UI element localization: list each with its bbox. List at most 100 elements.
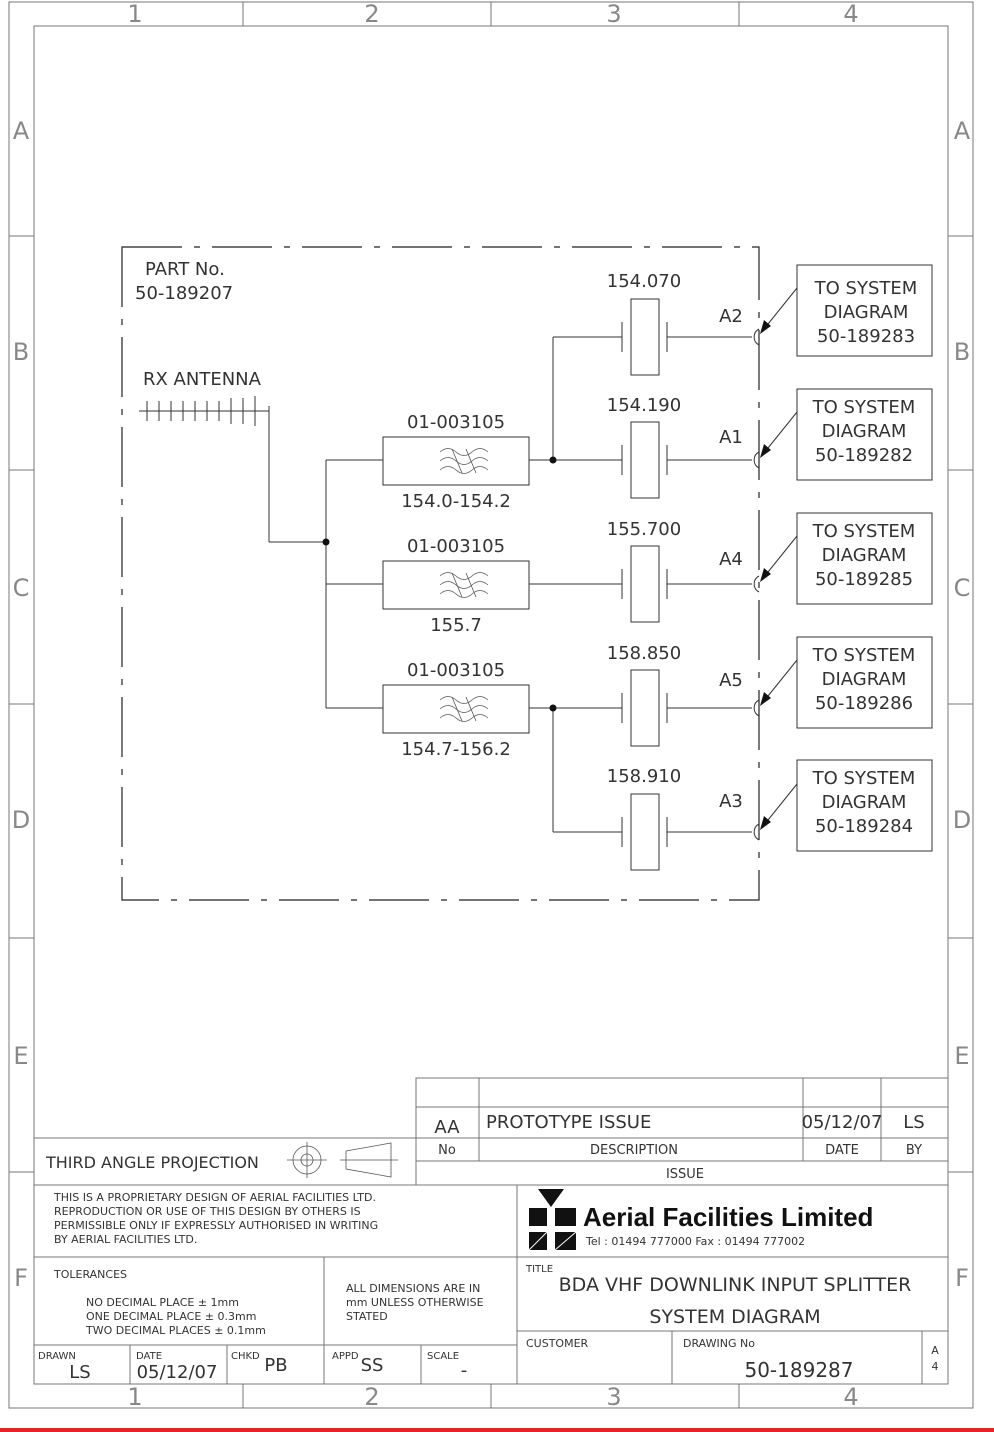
target-line1: TO SYSTEM: [814, 278, 918, 299]
leader-arrow: [760, 568, 771, 582]
company-contact: Tel : 01494 777000 Fax : 01494 777002: [585, 1235, 805, 1248]
proprietary-line-2: REPRODUCTION OR USE OF THIS DESIGN BY OT…: [54, 1205, 361, 1218]
revision-header-no: No: [438, 1143, 456, 1158]
grid-col-1-bottom: 1: [127, 1383, 142, 1411]
grid-row-b-right: B: [954, 338, 970, 366]
dimensions-note-1: ALL DIMENSIONS ARE IN: [346, 1282, 480, 1295]
target-line2: DIAGRAM: [822, 669, 907, 690]
leader-arrow: [760, 320, 771, 334]
part-label: PART No.: [145, 259, 225, 280]
filter-wave-icon: [439, 572, 489, 598]
port-label: A5: [719, 670, 743, 691]
assembly-boundary: [121, 246, 760, 901]
grid-row-e-right: E: [954, 1042, 969, 1070]
grid-row-d-left: D: [12, 806, 30, 834]
channel-frequency: 155.700: [607, 519, 681, 540]
tolerance-line-2: ONE DECIMAL PLACE ± 0.3mm: [86, 1310, 256, 1323]
sheet-border: [8, 1, 974, 1409]
customer-label: CUSTOMER: [526, 1337, 589, 1350]
connector-icon: [753, 575, 760, 593]
target-line2: DIAGRAM: [822, 421, 907, 442]
leader-arrow: [760, 692, 771, 706]
grid-row-e-left: E: [13, 1042, 28, 1070]
port-label: A2: [719, 306, 743, 327]
target-line2: DIAGRAM: [822, 545, 907, 566]
target-number: 50-189283: [817, 326, 915, 347]
target-number: 50-189284: [815, 816, 913, 837]
filter-part-number: 01-003105: [407, 660, 505, 681]
port-label: A1: [719, 427, 743, 448]
filter-1: 01-003105 154.0-154.2: [382, 412, 530, 512]
title-block: THIS IS A PROPRIETARY DESIGN OF AERIAL F…: [34, 1184, 948, 1384]
connector-icon: [753, 451, 760, 469]
target-box-3: TO SYSTEM DIAGRAM 50-189285: [796, 512, 933, 605]
channel-4: 158.850 A5: [607, 643, 743, 747]
revision-by: LS: [903, 1112, 924, 1133]
revision-date: 05/12/07: [802, 1112, 883, 1133]
junction-dot: [549, 456, 557, 464]
grid-row-a-right: A: [954, 117, 971, 145]
filter-part-number: 01-003105: [407, 536, 505, 557]
junction-dot: [549, 704, 557, 712]
drawn-value: LS: [69, 1362, 90, 1383]
date-value: 05/12/07: [137, 1362, 218, 1383]
grid-col-4-top: 4: [843, 0, 858, 28]
projection-symbol-icon: [287, 1142, 398, 1178]
part-number: 50-189207: [135, 283, 233, 304]
junction-dot: [322, 538, 330, 546]
dimensions-note-2: mm UNLESS OTHERWISE: [346, 1296, 484, 1309]
channel-2: 154.190 A1: [607, 395, 743, 499]
scale-label: SCALE: [427, 1351, 459, 1362]
target-number: 50-189282: [815, 445, 913, 466]
filter-range: 154.7-156.2: [401, 739, 511, 760]
revision-no: AA: [434, 1117, 460, 1138]
grid-row-c-left: C: [13, 574, 30, 602]
target-line2: DIAGRAM: [824, 302, 909, 323]
company-name: Aerial Facilities Limited: [583, 1202, 873, 1232]
leader-arrow: [760, 816, 771, 830]
projection-area: THIRD ANGLE PROJECTION: [34, 1137, 416, 1178]
revision-block: AA PROTOTYPE ISSUE 05/12/07 LS No DESCRI…: [415, 1077, 949, 1186]
connectors: [753, 287, 798, 841]
proprietary-line-3: PERMISSIBLE ONLY IF EXPRESSLY AUTHORISED…: [54, 1219, 378, 1232]
grid-row-d-right: D: [953, 806, 971, 834]
grid-col-4-bottom: 4: [843, 1383, 858, 1411]
drawing-no-label: DRAWING No: [683, 1337, 755, 1350]
target-line1: TO SYSTEM: [812, 397, 916, 418]
wiring: [269, 336, 752, 833]
grid-row-b-left: B: [13, 338, 29, 366]
appd-label: APPD: [332, 1351, 359, 1362]
channel-frequency: 154.190: [607, 395, 681, 416]
leader-arrow: [760, 444, 771, 458]
chkd-value: PB: [264, 1355, 287, 1376]
drawing-title-line-1: BDA VHF DOWNLINK INPUT SPLITTER: [559, 1274, 912, 1296]
rx-antenna: RX ANTENNA: [139, 369, 270, 542]
target-box-1: TO SYSTEM DIAGRAM 50-189283: [796, 264, 933, 357]
filter-part-number: 01-003105: [407, 412, 505, 433]
grid-col-3-top: 3: [606, 0, 621, 28]
revision-issue-label: ISSUE: [666, 1167, 704, 1182]
target-line1: TO SYSTEM: [812, 768, 916, 789]
grid-col-2-top: 2: [364, 0, 379, 28]
port-label: A4: [719, 549, 743, 570]
channel-1: 154.070 A2: [607, 271, 743, 376]
target-box-4: TO SYSTEM DIAGRAM 50-189286: [796, 636, 933, 729]
drawing-number: 50-189287: [744, 1358, 853, 1382]
target-number: 50-189285: [815, 569, 913, 590]
channel-5: 158.910 A3: [607, 766, 743, 871]
filter-wave-icon: [439, 448, 489, 474]
company-logo: [528, 1189, 577, 1251]
drawn-label: DRAWN: [38, 1351, 76, 1362]
channel-frequency: 158.850: [607, 643, 681, 664]
channel-frequency: 158.910: [607, 766, 681, 787]
revision-header-date: DATE: [825, 1143, 859, 1158]
revision-header-by: BY: [906, 1143, 922, 1158]
filter-range: 155.7: [430, 615, 482, 636]
page-footer-bar: [0, 1428, 994, 1432]
tolerance-line-3: TWO DECIMAL PLACES ± 0.1mm: [85, 1324, 266, 1337]
date-label: DATE: [136, 1351, 162, 1362]
appd-value: SS: [361, 1355, 384, 1376]
target-number: 50-189286: [815, 693, 913, 714]
sheet-size: A: [931, 1344, 939, 1357]
grid-row-c-right: C: [954, 574, 971, 602]
